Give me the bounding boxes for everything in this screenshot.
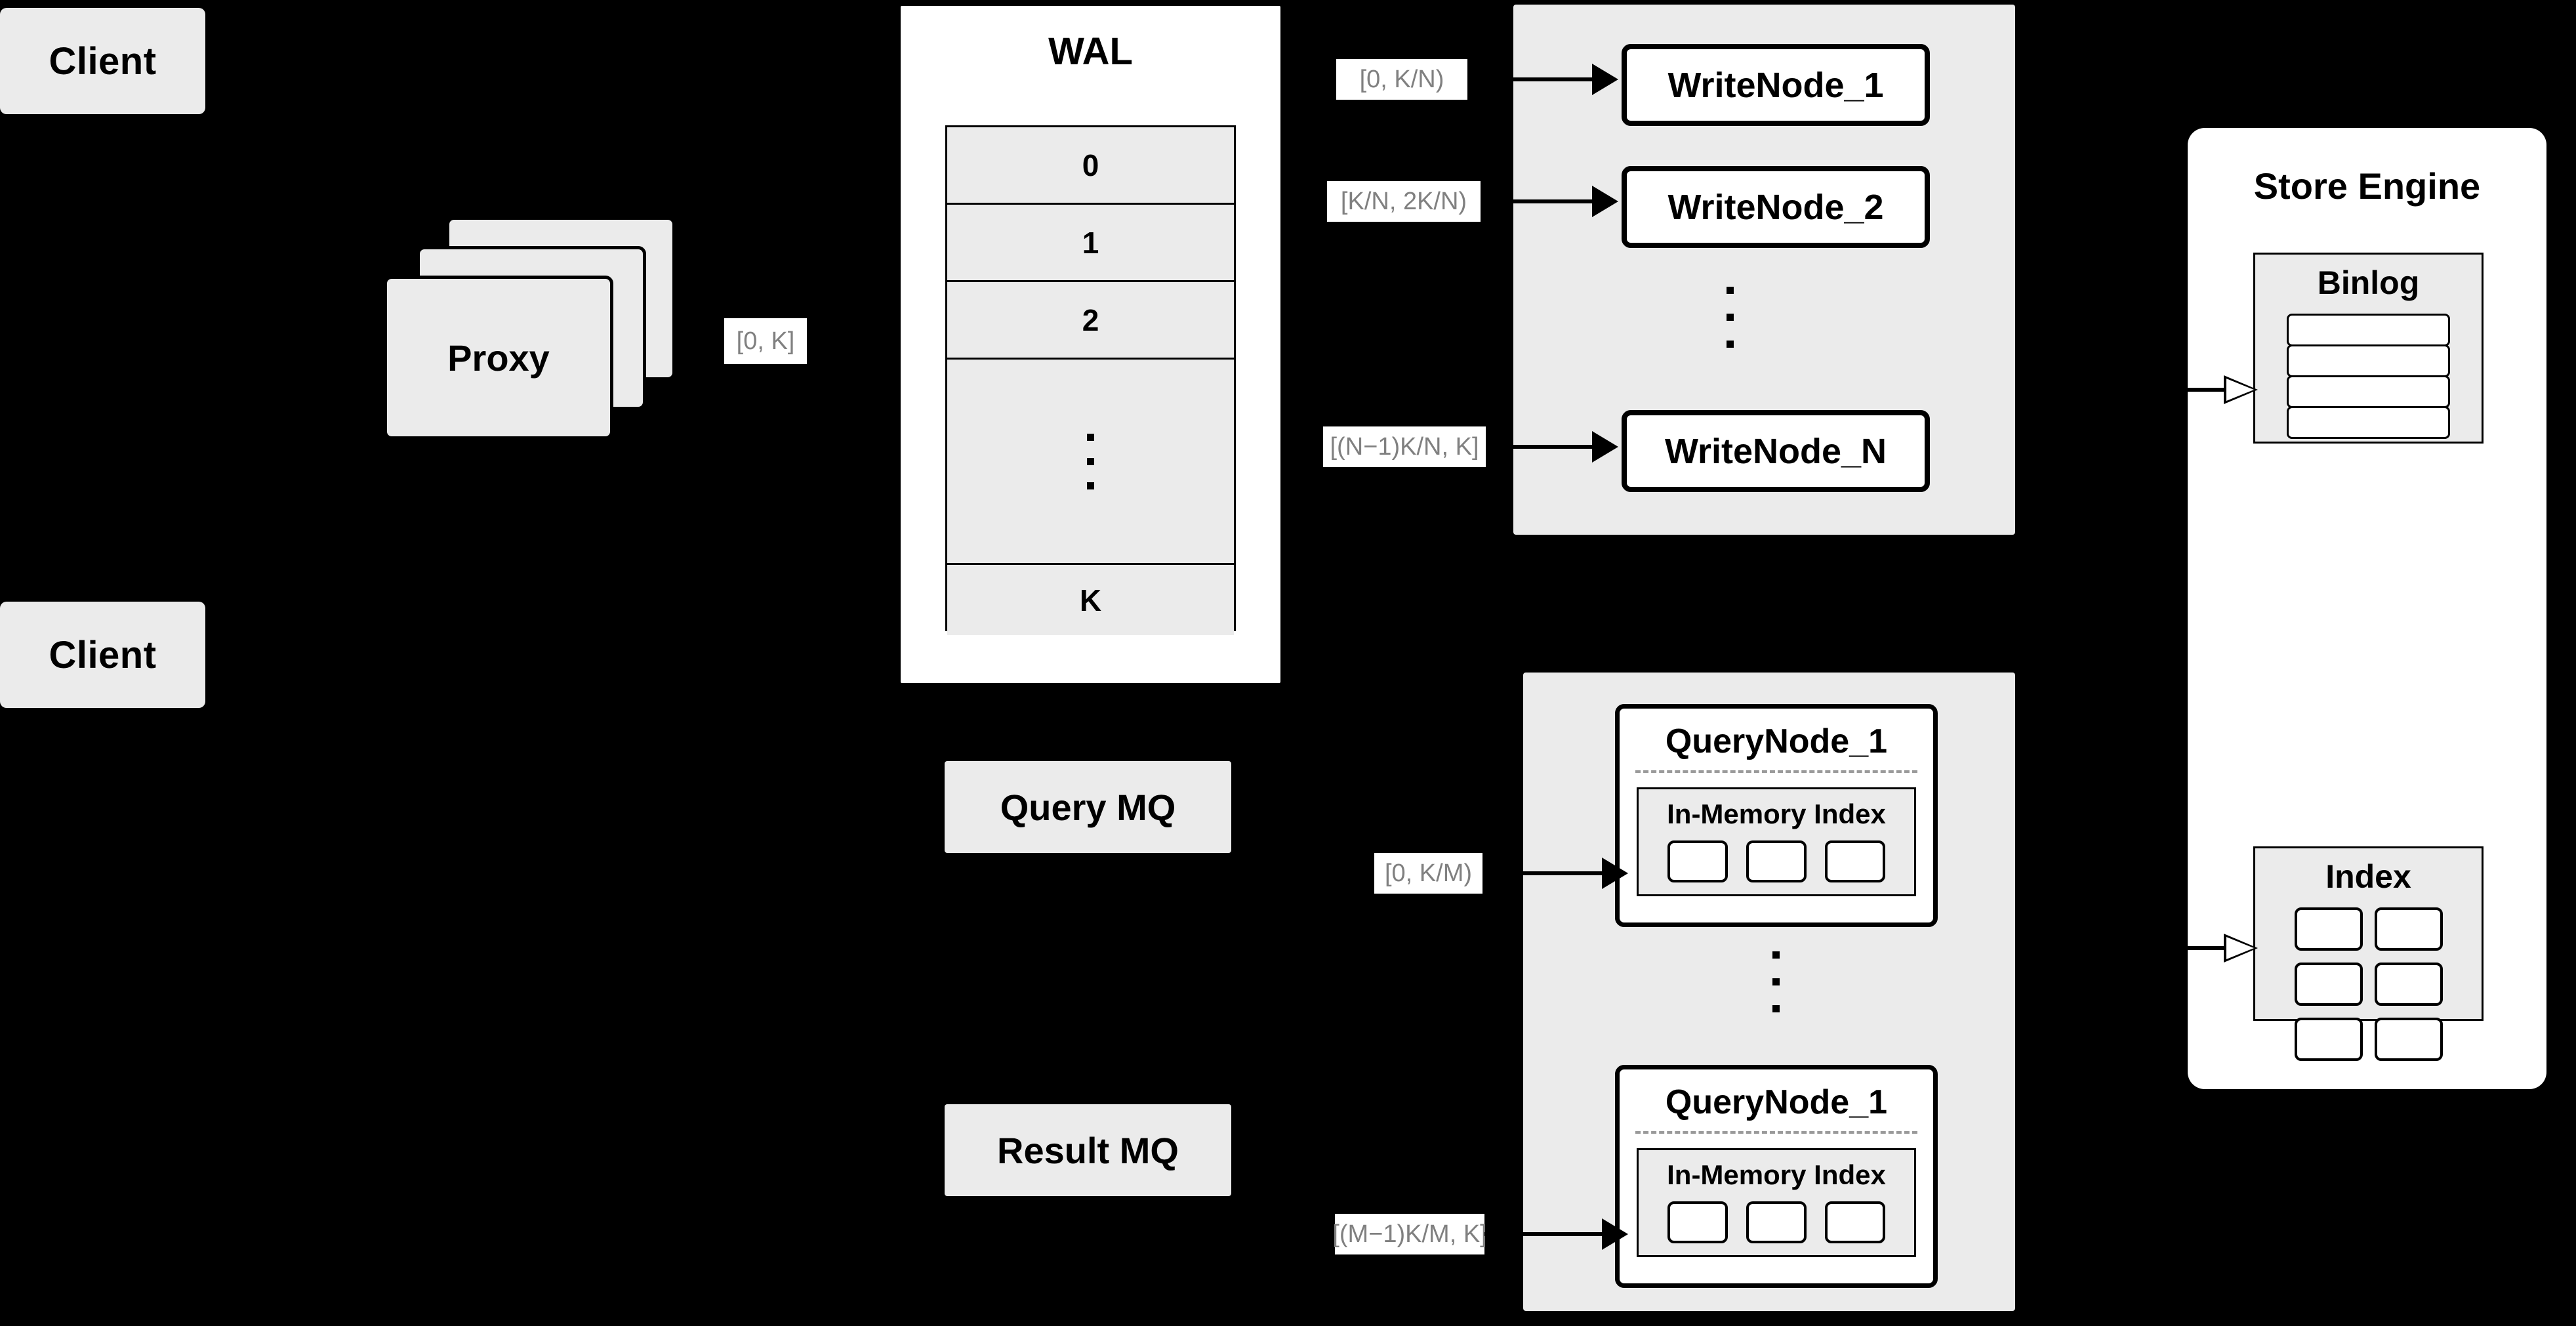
ellipsis-dot [1772,1005,1780,1012]
wal-table: 0 1 2 K [945,125,1236,635]
arrow-line-write-2 [1481,199,1592,203]
proxy-box[interactable]: Proxy [384,276,613,440]
index-cell [2374,907,2443,951]
query-node-1-label: QueryNode_1 [1665,722,1888,760]
ellipsis-dot [1087,457,1094,465]
arrow-line-store-index [2188,946,2228,950]
arrow-head-write-n-icon [1592,431,1618,463]
index-title: Index [2325,858,2411,895]
wal-row-ellipsis [947,360,1234,565]
index-cell [1825,1201,1885,1243]
client-box-1[interactable]: Client [0,8,205,114]
binlog-rows [2287,314,2450,439]
write-node-2[interactable]: WriteNode_2 [1622,166,1930,248]
write-node-1[interactable]: WriteNode_1 [1622,44,1930,126]
ellipsis-dot [1087,433,1094,441]
write-node-2-label: WriteNode_2 [1667,187,1884,227]
binlog-box: Binlog [2253,253,2484,444]
write-node-1-label: WriteNode_1 [1667,65,1884,105]
write-node-ellipsis [1727,287,1734,348]
arrow-line-store-binlog [2188,388,2228,392]
query-node-m[interactable]: QueryNode_1 In-Memory Index [1615,1065,1938,1288]
binlog-row [2287,344,2450,377]
index-cell [1667,1201,1728,1243]
arrow-head-write-1-icon [1592,64,1618,95]
write-node-n-label: WriteNode_N [1664,431,1887,471]
result-mq-label: Result MQ [997,1129,1179,1171]
index-cell [2374,1018,2443,1061]
wal-row-2: 2 [947,282,1234,360]
arrow-head-write-2-icon [1592,186,1618,217]
index-cell [1746,1201,1807,1243]
query-node-group-panel: QueryNode_1 In-Memory Index QueryNode_1 … [1523,673,2015,1311]
ellipsis-dot [1727,341,1734,348]
query-node-ellipsis [1772,951,1780,1012]
write-node-group-panel: WriteNode_1 WriteNode_2 WriteNode_N [1513,5,2015,535]
ellipsis-dot [1727,287,1734,294]
ellipsis-dot [1727,314,1734,321]
arrow-line-query-m [1484,1232,1602,1236]
ellipsis-dot [1087,482,1094,489]
query-node-1[interactable]: QueryNode_1 In-Memory Index [1615,704,1938,927]
ellipsis-dot [1772,951,1780,959]
binlog-row [2287,375,2450,408]
index-cell [2294,1018,2363,1061]
wal-row-k: K [947,565,1234,635]
query-node-m-in-memory-index: In-Memory Index [1637,1148,1916,1257]
client-label-1: Client [49,39,157,83]
index-cell [2294,907,2363,951]
client-label-2: Client [49,633,157,676]
index-cell [2294,963,2363,1006]
query-node-m-index-cells [1639,1201,1914,1243]
write-node-1-range-label: [0, K/N) [1336,59,1467,100]
query-node-m-label: QueryNode_1 [1665,1083,1888,1121]
binlog-title: Binlog [2317,264,2420,301]
store-engine-panel: Store Engine Binlog Index [2188,128,2546,1089]
index-grid [2255,907,2482,1061]
arrow-head-query-1-icon [1602,858,1628,889]
index-cell [1746,840,1807,882]
wal-title: WAL [1048,30,1133,73]
store-engine-title: Store Engine [2253,165,2481,207]
write-node-n-range-label: [(N−1)K/N, K] [1323,426,1486,467]
ellipsis-dot [1772,978,1780,985]
wal-panel: WAL 0 1 2 K [898,3,1283,686]
query-mq-label: Query MQ [1000,786,1176,828]
binlog-row [2287,314,2450,346]
arrow-head-store-index-icon [2224,934,2258,963]
result-mq-box[interactable]: Result MQ [945,1104,1231,1196]
arrow-head-store-binlog-icon [2224,375,2258,404]
query-node-1-index-cells [1639,840,1914,882]
proxy-label: Proxy [447,337,550,379]
query-node-1-index-title: In-Memory Index [1667,798,1886,829]
arrow-line-query-1 [1482,871,1602,875]
client-box-2[interactable]: Client [0,602,205,708]
write-node-2-range-label: [K/N, 2K/N) [1327,181,1481,222]
query-node-m-separator [1635,1131,1917,1134]
arrow-line-write-n [1486,445,1592,449]
proxy-range-label: [0, K] [724,318,807,364]
query-node-m-index-title: In-Memory Index [1667,1159,1886,1190]
index-cell [2374,963,2443,1006]
write-node-n[interactable]: WriteNode_N [1622,410,1930,492]
query-mq-box[interactable]: Query MQ [945,761,1231,853]
arrow-head-query-m-icon [1602,1218,1628,1250]
query-node-1-separator [1635,770,1917,773]
query-node-m-range-label: [(M−1)K/M, K] [1332,1214,1487,1254]
wal-row-1: 1 [947,205,1234,282]
wal-row-0: 0 [947,127,1234,205]
index-cell [1825,840,1885,882]
index-box: Index [2253,846,2484,1061]
index-cell [1667,840,1728,882]
arrow-line-write-1 [1467,77,1592,81]
binlog-row [2287,406,2450,439]
query-node-1-range-label: [0, K/M) [1374,853,1482,894]
query-node-1-in-memory-index: In-Memory Index [1637,787,1916,896]
